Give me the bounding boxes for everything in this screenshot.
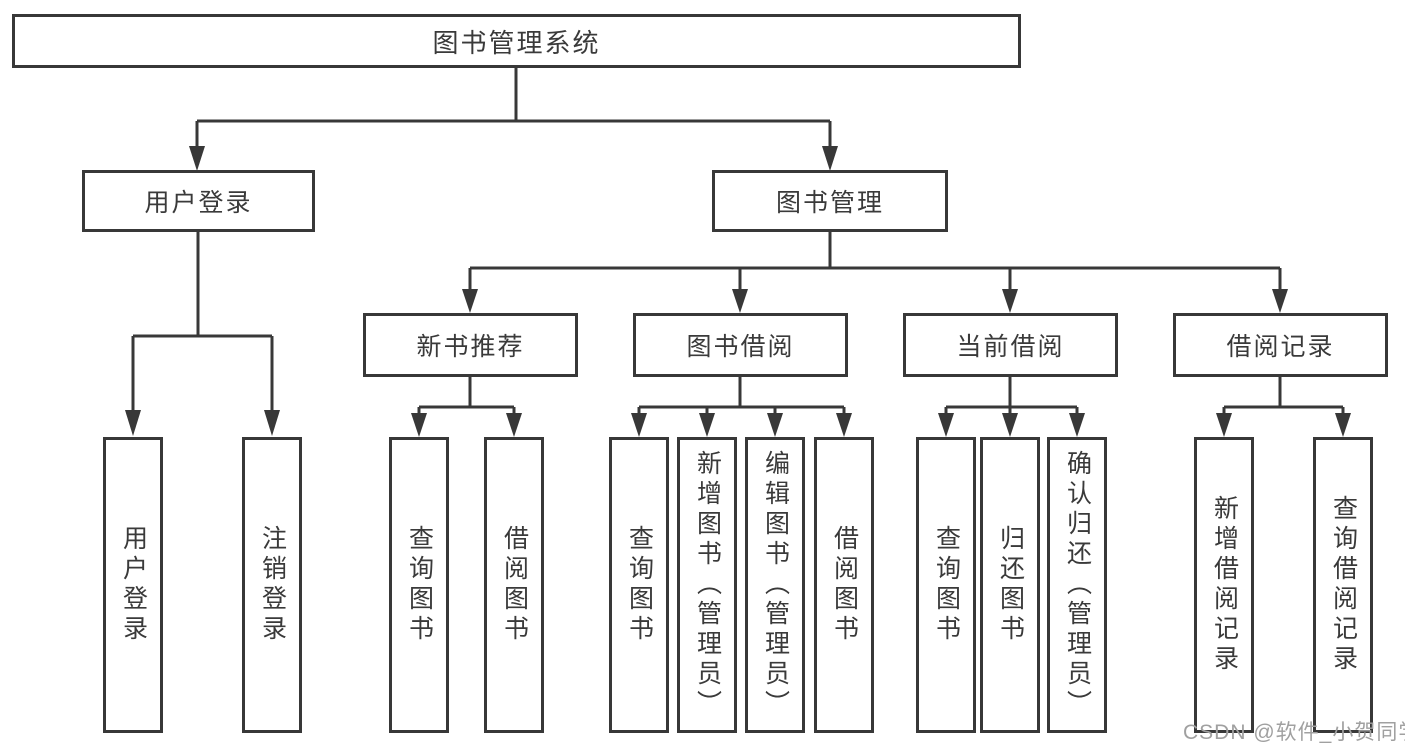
node-library-management-system: 图书管理系统 — [12, 14, 1021, 68]
node-book-borrow: 图书借阅 — [633, 313, 848, 377]
leaf-query-books-recommend: 查询图书 — [389, 437, 449, 733]
leaf-return-books: 归还图书 — [980, 437, 1040, 733]
leaf-user-login: 用户登录 — [103, 437, 163, 733]
connector-userlogin-to-leaves — [131, 232, 274, 412]
connector-root-to-level2 — [195, 67, 832, 150]
node-current-borrow: 当前借阅 — [903, 313, 1118, 377]
leaf-query-borrow-record: 查询借阅记录 — [1313, 437, 1373, 733]
leaf-borrow-books: 借阅图书 — [814, 437, 874, 733]
connector-newbook-to-leaves — [417, 377, 516, 414]
leaf-query-books-current: 查询图书 — [916, 437, 976, 733]
leaf-edit-book-admin: 编辑图书（管理员） — [745, 437, 805, 733]
connector-bookborrow-to-leaves — [637, 377, 846, 414]
leaf-logout: 注销登录 — [242, 437, 302, 733]
leaf-confirm-return-admin: 确认归还（管理员） — [1047, 437, 1107, 733]
leaf-add-borrow-record: 新增借阅记录 — [1194, 437, 1254, 733]
connector-currentborrow-to-leaves — [944, 377, 1079, 414]
connector-bookmgmt-to-level3 — [468, 232, 1282, 290]
node-book-management: 图书管理 — [712, 170, 948, 232]
node-new-book-recommend: 新书推荐 — [363, 313, 578, 377]
leaf-query-books-borrow: 查询图书 — [609, 437, 669, 733]
leaf-add-book-admin: 新增图书（管理员） — [677, 437, 737, 733]
node-borrow-records: 借阅记录 — [1173, 313, 1388, 377]
node-user-login: 用户登录 — [82, 170, 315, 232]
csdn-watermark: CSDN @软件_小贺同学 — [1183, 721, 1405, 744]
leaf-borrow-books-recommend: 借阅图书 — [484, 437, 544, 733]
connector-borrowrecords-to-leaves — [1222, 377, 1345, 414]
